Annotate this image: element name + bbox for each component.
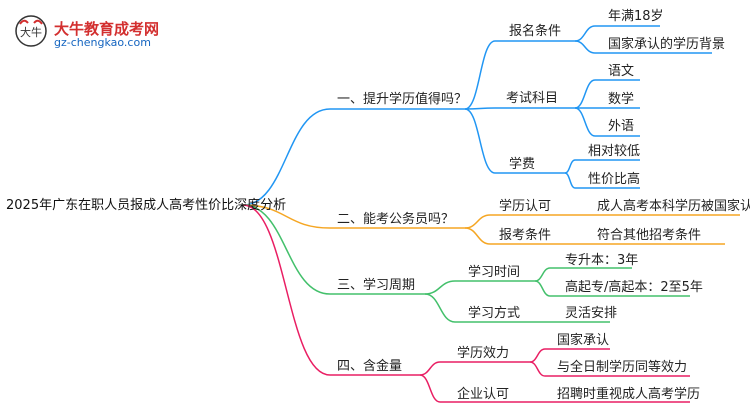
branch-1-child-2: 考试科目	[506, 91, 559, 106]
branch-4-child-2-leaf-1: 招聘时重视成人高考学历	[557, 387, 701, 402]
branch-3-child-2: 学习方式	[468, 306, 521, 321]
svg-text:大牛: 大牛	[20, 25, 42, 39]
branch-1-child-3: 学费	[509, 157, 536, 172]
branch-1-child-3-leaf-1: 相对较低	[588, 144, 641, 159]
branch-4-child-1-leaf-2-connector	[529, 361, 546, 377]
branch-1-child-3-leaf-1-connector	[564, 159, 576, 174]
branch-2-child-2-connector	[464, 227, 491, 245]
branch-1-node: 一、提升学历值得吗？	[337, 92, 468, 107]
branch-3-child-1-connector	[424, 280, 456, 295]
branch-3-child-1: 学习时间	[468, 265, 521, 280]
branch-1-child-3-leaf-2: 性价比高	[588, 172, 641, 187]
branch-3-child-2-connector	[424, 293, 456, 323]
branch-1-connector	[242, 108, 331, 206]
branch-4-connector	[242, 204, 331, 376]
branch-4-node: 四、含金量	[337, 359, 403, 374]
branch-1-child-1-leaf-1-connector	[574, 25, 596, 42]
branch-2-child-2: 报考条件	[499, 228, 552, 243]
branch-4-child-1-leaf-1: 国家承认	[557, 333, 610, 348]
branch-2-connector	[242, 204, 331, 229]
branch-2-child-1-leaf-1: 成人高考本科学历被国家认可	[597, 199, 750, 214]
branch-4-child-2: 企业认可	[457, 387, 510, 402]
branch-1-child-2-leaf-3-connector	[574, 107, 596, 137]
branch-4-child-2-connector	[419, 374, 441, 403]
branch-1-child-1: 报名条件	[509, 24, 562, 39]
branch-1-child-2-leaf-2: 数学	[608, 92, 635, 107]
branch-1-child-1-connector	[464, 40, 496, 110]
branch-1-child-1-leaf-1: 年满18岁	[608, 9, 664, 24]
branch-3-child-2-leaf-1: 灵活安排	[565, 306, 618, 321]
branch-2-child-1-connector	[464, 214, 491, 229]
branch-3-node: 三、学习周期	[337, 278, 416, 293]
bull-logo-icon: 大牛	[15, 15, 47, 47]
branch-4-child-1-leaf-1-connector	[529, 348, 546, 363]
branch-4-child-1-connector	[419, 361, 441, 376]
branch-3-child-1-leaf-1: 专升本：3年	[565, 253, 639, 268]
branch-1-child-2-leaf-1-connector	[574, 79, 596, 109]
branch-2-child-2-leaf-1: 符合其他招考条件	[597, 228, 702, 243]
branch-3-child-1-leaf-2-connector	[534, 280, 551, 297]
root-node: 2025年广东在职人员报成人高考性价比深度分析	[6, 198, 287, 213]
branch-3-child-1-leaf-1-connector	[534, 267, 551, 282]
branch-4-child-1: 学历效力	[457, 346, 510, 361]
branch-1-child-2-connector	[464, 107, 496, 110]
logo-url: gz-chengkao.com	[54, 36, 151, 49]
branch-1-child-3-leaf-2-connector	[564, 172, 576, 189]
logo-title: 大牛教育成考网	[54, 20, 160, 38]
branch-1-child-1-leaf-2-connector	[574, 40, 596, 54]
branch-1-child-2-leaf-3: 外语	[608, 119, 635, 134]
branch-2-node: 二、能考公务员吗？	[337, 212, 455, 227]
branch-4-child-1-leaf-2: 与全日制学历同等效力	[557, 360, 688, 375]
branch-1-child-1-leaf-2: 国家承认的学历背景	[608, 37, 726, 52]
branch-3-connector	[242, 204, 331, 295]
branch-3-child-1-leaf-2: 高起专/高起本：2至5年	[565, 280, 703, 295]
branch-1-child-2-leaf-1: 语文	[608, 64, 635, 79]
branch-2-child-1: 学历认可	[499, 199, 552, 214]
site-logo[interactable]: 大牛 大牛教育成考网 gz-chengkao.com	[14, 12, 164, 52]
branch-1-child-3-connector	[464, 108, 496, 174]
